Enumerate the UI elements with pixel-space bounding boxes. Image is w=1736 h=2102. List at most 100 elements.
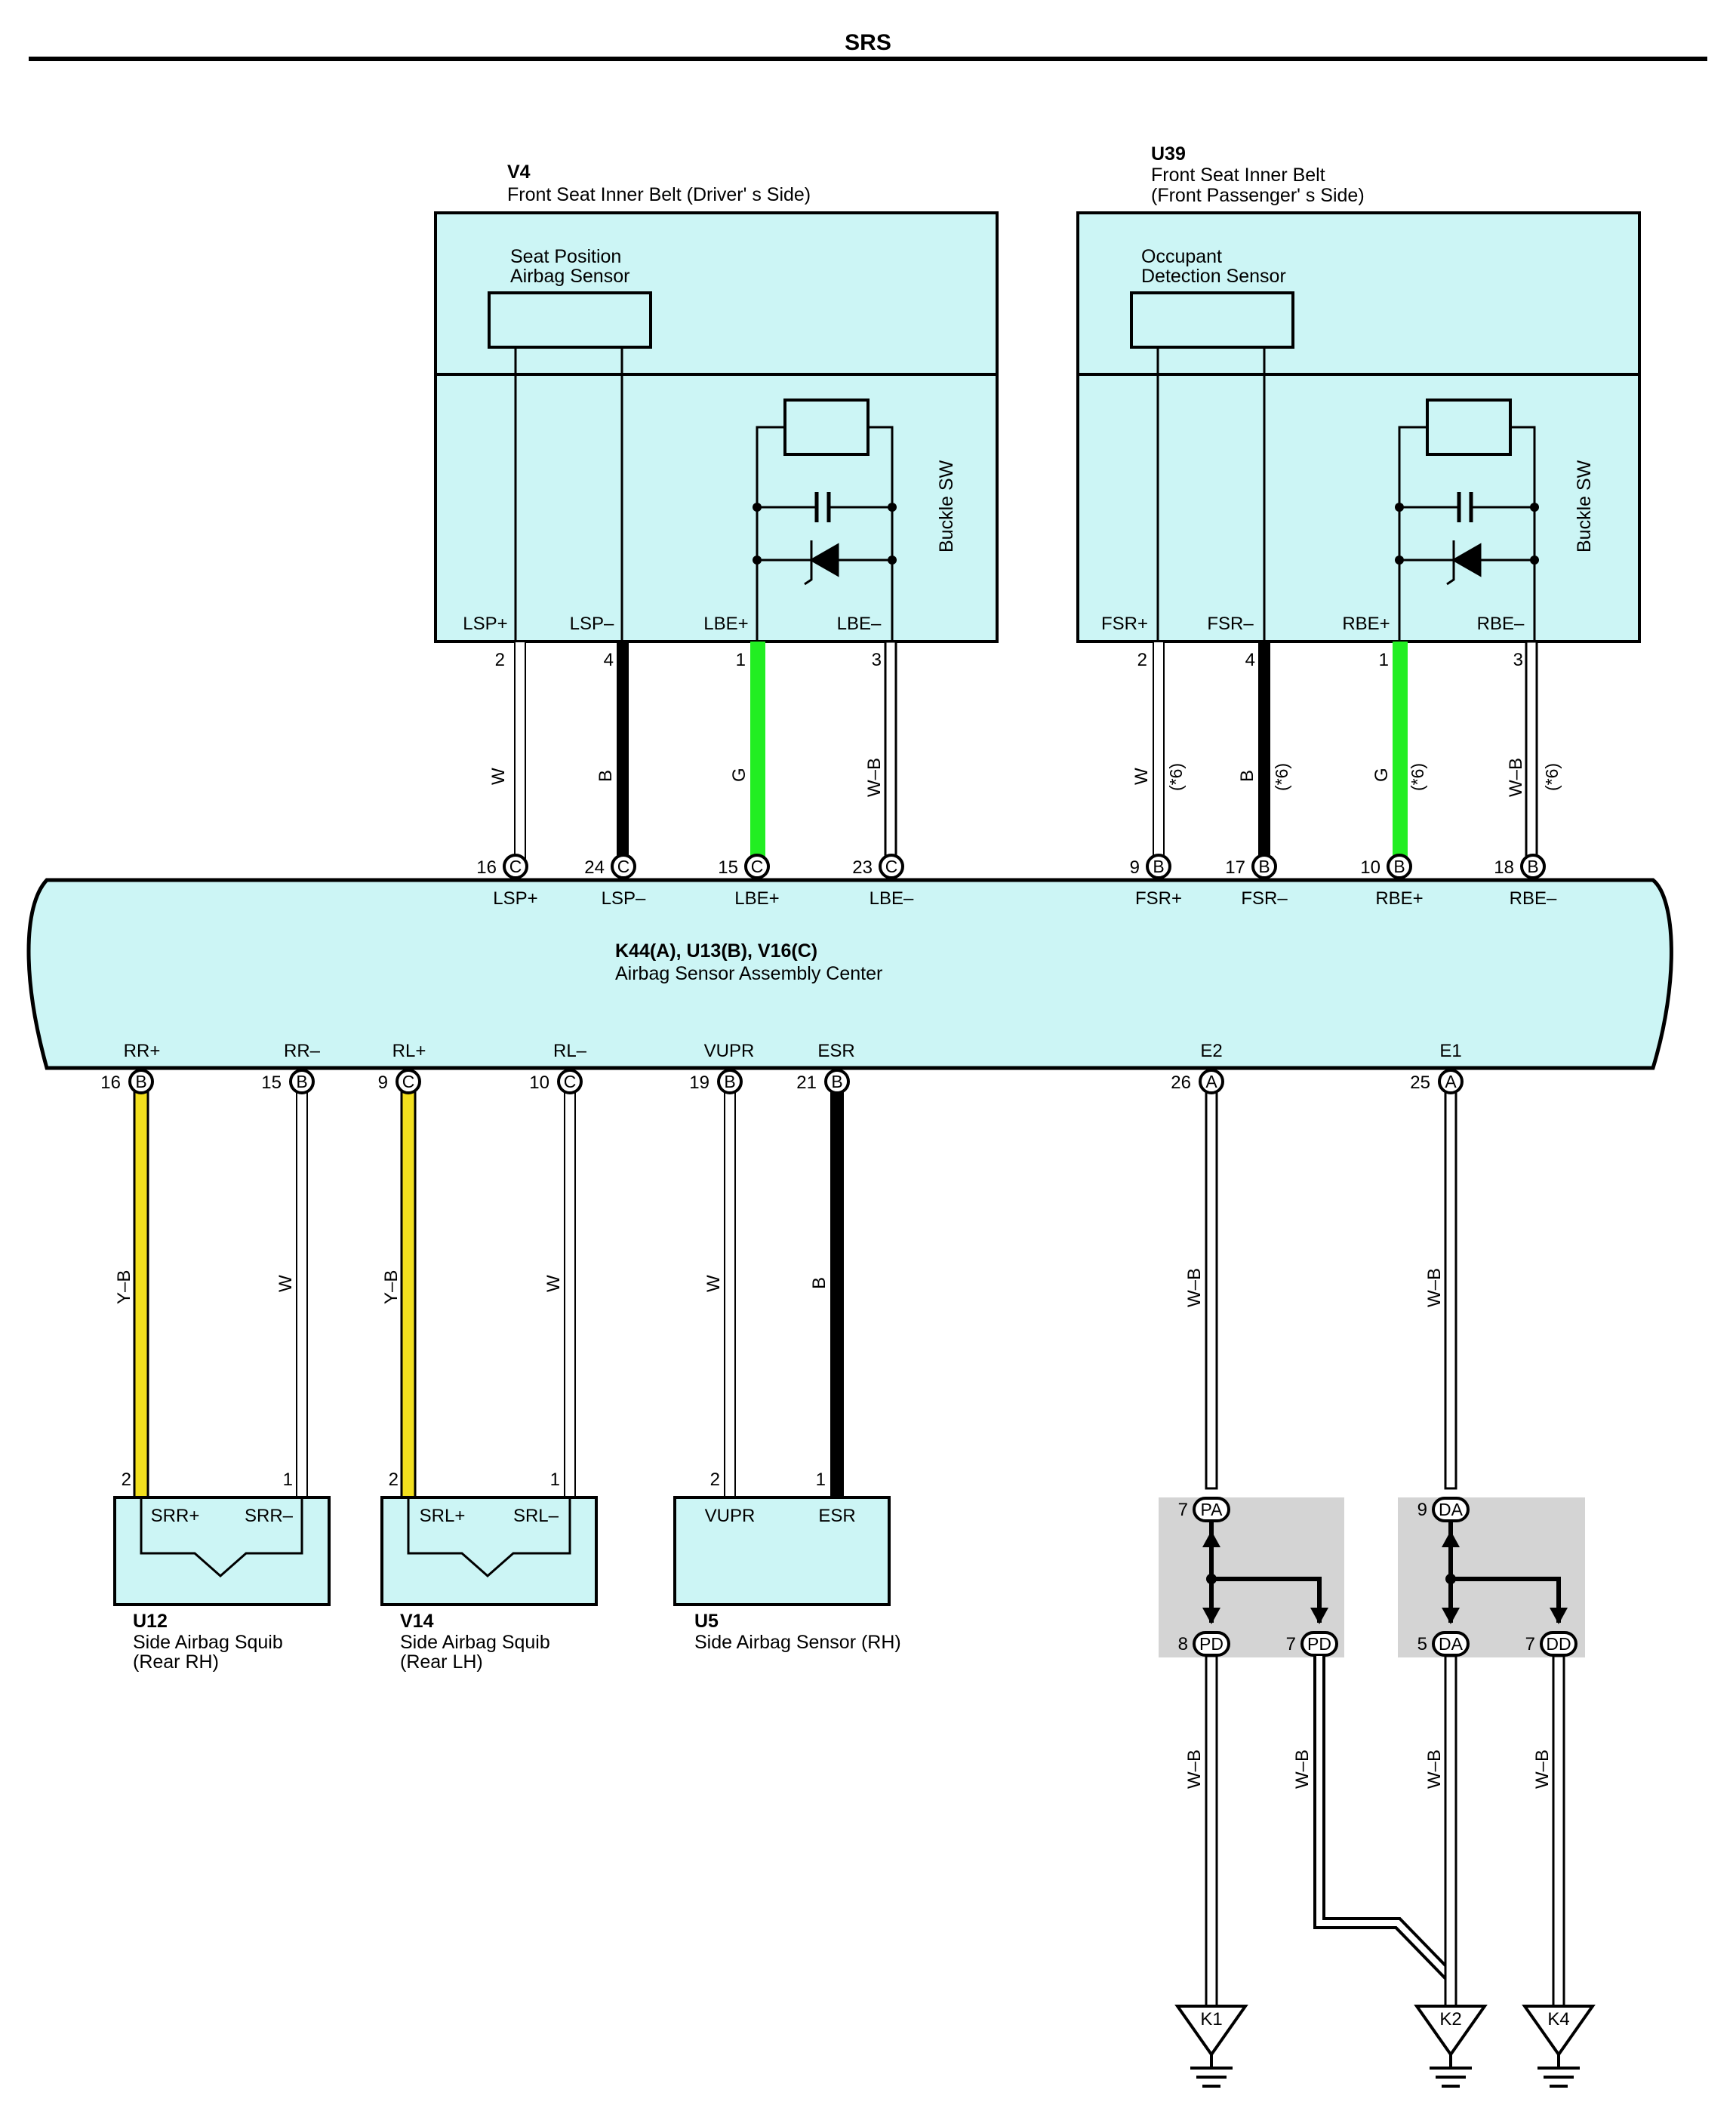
ecu-name: Airbag Sensor Assembly Center [615, 963, 882, 984]
u5-pin: 1 [816, 1470, 826, 1490]
u39-box [1076, 211, 1641, 643]
svg-text:C: C [564, 1072, 577, 1091]
v14-box [380, 1496, 598, 1606]
svg-text:B: B [724, 1072, 735, 1091]
ecu-top-terminal: LSP+ [493, 888, 537, 909]
svg-text:K1: K1 [1200, 2009, 1222, 2030]
ecu-top-terminal: FSR– [1241, 888, 1288, 909]
v14-pin: 2 [389, 1470, 399, 1490]
u39-code: U39 [1151, 143, 1186, 165]
ground-wires [1205, 1654, 1565, 2008]
ecu-bottom-pin-number: 19 [689, 1073, 709, 1093]
wire-note: (*6) [1542, 763, 1562, 791]
v4-terminal: LBE+ [703, 614, 748, 634]
wire-note: (*6) [1408, 763, 1427, 791]
ecu-bottom-pin: B [128, 1069, 154, 1094]
u5-terminal: VUPR [705, 1506, 756, 1526]
svg-text:DD: DD [1546, 1634, 1571, 1654]
ecu-top-pin: C [879, 854, 904, 879]
ecu-bottom-terminal: ESR [817, 1041, 854, 1061]
v14-name-2: (Rear LH) [400, 1651, 483, 1673]
ecu-top-pin-number: 18 [1494, 857, 1514, 878]
v4-terminal: LSP– [570, 614, 614, 634]
u39-buckle-switch-circuit [1398, 399, 1536, 642]
svg-text:C: C [617, 857, 630, 876]
svg-text:A: A [1445, 1072, 1457, 1091]
u39-sensor-label-1: Occupant [1141, 246, 1222, 267]
junction-connector-da: DA [1432, 1631, 1470, 1657]
ecu-bottom-terminal: E2 [1200, 1041, 1222, 1061]
ecu-bottom-pin: A [1199, 1069, 1224, 1094]
junction-connector-dd: DD [1540, 1631, 1577, 1657]
ecu-code: K44(A), U13(B), V16(C) [615, 940, 817, 962]
wire-color-label: W–B [864, 758, 885, 797]
ecu-bottom-pin-number: 26 [1171, 1073, 1191, 1093]
v4-sensor-label-2: Airbag Sensor [510, 266, 629, 287]
svg-text:DA: DA [1439, 1500, 1464, 1519]
v4-sensor-box [488, 291, 652, 349]
svg-text:C: C [509, 857, 522, 876]
wire-color-label: W [543, 1275, 564, 1292]
ecu-top-pin-number: 17 [1225, 857, 1245, 878]
wire-color-label: B [809, 1277, 830, 1289]
svg-text:K4: K4 [1547, 2009, 1569, 2030]
ecu-top-terminal: LBE+ [734, 888, 779, 909]
junction-pin-number: 7 [1286, 1634, 1296, 1654]
ground-symbol-k4: K4 [1522, 2005, 1596, 2088]
v14-terminal: SRL+ [420, 1506, 466, 1526]
v4-terminal: LSP+ [463, 614, 507, 634]
ecu-bottom-terminal: RR+ [124, 1041, 161, 1061]
wire-note: (*6) [1166, 763, 1186, 791]
v4-pin: 3 [872, 650, 882, 670]
svg-text:B: B [831, 1072, 842, 1091]
ecu-top-pin-number: 9 [1130, 857, 1140, 878]
ground-symbol-k2: K2 [1414, 2005, 1488, 2088]
u12-name-2: (Rear RH) [133, 1651, 219, 1673]
ecu-top-pin-number: 23 [852, 857, 873, 878]
junction-pin-number: 7 [1525, 1634, 1535, 1654]
v4-sensor-label-1: Seat Position [510, 246, 621, 267]
junction-pin-number: 9 [1417, 1500, 1427, 1520]
u39-name-1: Front Seat Inner Belt [1151, 165, 1325, 186]
v14-code: V14 [400, 1611, 434, 1632]
v4-buckle-sw-label: Buckle SW [936, 460, 957, 552]
svg-text:B: B [1393, 857, 1405, 876]
u12-code: U12 [133, 1611, 168, 1632]
junction-pin-number: 7 [1178, 1500, 1188, 1520]
junction-d-arrows [1442, 1531, 1568, 1624]
u5-pin: 2 [710, 1470, 720, 1490]
wire-color-label: B [1237, 770, 1257, 782]
lower-wires [133, 1079, 1457, 1499]
svg-text:K2: K2 [1439, 2009, 1461, 2030]
svg-text:B: B [1258, 857, 1270, 876]
u39-name-2: (Front Passenger' s Side) [1151, 185, 1365, 206]
wire-color-label: W–B [1184, 1750, 1205, 1789]
u12-box [113, 1496, 331, 1606]
ecu-top-pin: B [1251, 854, 1277, 879]
v4-pin: 2 [495, 650, 505, 670]
u12-terminal: SRR– [245, 1506, 294, 1526]
u12-terminal: SRR+ [151, 1506, 200, 1526]
wire-note: (*6) [1272, 763, 1291, 791]
svg-text:DA: DA [1439, 1634, 1464, 1654]
u12-pin: 2 [122, 1470, 131, 1490]
v4-code: V4 [507, 162, 531, 183]
u39-terminal: FSR+ [1101, 614, 1148, 634]
wire-color-label: G [729, 768, 749, 782]
v14-name-1: Side Airbag Squib [400, 1632, 550, 1653]
wire-color-label: Y–B [381, 1270, 402, 1304]
ecu-top-terminal: RBE– [1510, 888, 1557, 909]
v4-buckle-switch-circuit [756, 399, 894, 642]
junction-pin-number: 8 [1178, 1634, 1188, 1654]
junction-pin-number: 5 [1417, 1634, 1427, 1654]
u5-code: U5 [694, 1611, 719, 1632]
ecu-top-pin: B [1520, 854, 1546, 879]
v4-pin: 1 [736, 650, 746, 670]
svg-text:B: B [1153, 857, 1164, 876]
ecu-bottom-pin-number: 21 [796, 1073, 817, 1093]
u39-sensor-label-2: Detection Sensor [1141, 266, 1286, 287]
junction-connector-pd: PD [1300, 1631, 1338, 1657]
ecu-bottom-pin-number: 25 [1410, 1073, 1430, 1093]
svg-text:C: C [751, 857, 764, 876]
